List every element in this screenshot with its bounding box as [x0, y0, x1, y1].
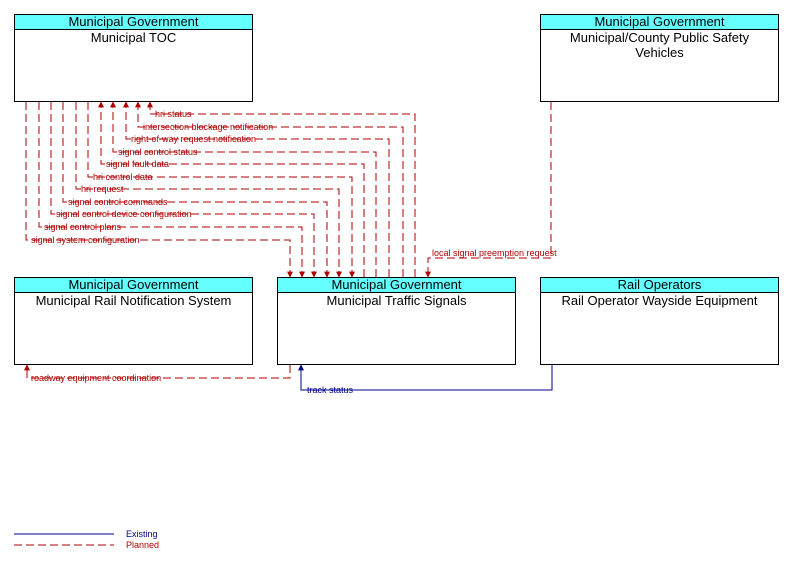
- wayside-equipment-box[interactable]: Rail Operators Rail Operator Wayside Equ…: [540, 277, 779, 365]
- label-signal-fault: signal fault data: [106, 159, 169, 169]
- flow-signal-device-config: [50, 102, 317, 278]
- label-hri-request: hri request: [81, 184, 124, 194]
- flow-roadway-coord: [24, 364, 291, 379]
- flow-hri-request: [75, 102, 342, 278]
- flow-signal-system-config: [25, 102, 293, 278]
- public-safety-vehicles-box[interactable]: Municipal Government Municipal/County Pu…: [540, 14, 779, 102]
- label-row-request: right-of-way request notification: [131, 134, 256, 144]
- wayside-equipment-owner: Rail Operators: [541, 278, 778, 293]
- label-signal-control-commands: signal control commands: [68, 197, 168, 207]
- traffic-signals-owner: Municipal Government: [278, 278, 515, 293]
- municipal-toc-owner: Municipal Government: [15, 15, 252, 30]
- flow-local-preemption: [425, 102, 552, 278]
- label-signal-control-status: signal control status: [118, 147, 198, 157]
- flow-track-status: [298, 364, 553, 391]
- legend-planned-label: Planned: [126, 540, 159, 550]
- label-roadway-coord: roadway equipment coordination: [31, 373, 161, 383]
- flow-signal-control-commands: [62, 102, 330, 278]
- flow-signal-fault: [98, 101, 365, 277]
- flow-intersection-blockage: [135, 101, 404, 277]
- label-hri-control: hri control data: [93, 172, 153, 182]
- municipal-toc-box[interactable]: Municipal Government Municipal TOC: [14, 14, 253, 102]
- flow-signal-control-status: [110, 101, 377, 277]
- traffic-signals-name: Municipal Traffic Signals: [326, 293, 467, 308]
- rail-notification-name: Municipal Rail Notification System: [35, 293, 232, 308]
- wayside-equipment-name: Rail Operator Wayside Equipment: [561, 293, 758, 308]
- label-signal-control-plans: signal control plans: [44, 222, 122, 232]
- label-track-status: track status: [307, 385, 354, 395]
- legend-existing-label: Existing: [126, 529, 158, 539]
- rail-notification-owner: Municipal Government: [15, 278, 252, 293]
- label-hri-status: hri status: [155, 109, 192, 119]
- label-intersection-blockage: intersection blockage notification: [143, 122, 273, 132]
- label-signal-system-config: signal system configuration: [31, 235, 140, 245]
- municipal-toc-name: Municipal TOC: [90, 30, 177, 45]
- label-local-preemption: local signal preemption request: [432, 248, 557, 258]
- flow-signal-control-plans: [38, 102, 305, 278]
- flow-row-request: [123, 101, 390, 277]
- flow-hri-control: [87, 102, 355, 278]
- public-safety-vehicles-owner: Municipal Government: [541, 15, 778, 30]
- traffic-signals-box[interactable]: Municipal Government Municipal Traffic S…: [277, 277, 516, 365]
- public-safety-vehicles-name: Municipal/County Public Safety Vehicles: [569, 30, 750, 60]
- rail-notification-box[interactable]: Municipal Government Municipal Rail Noti…: [14, 277, 253, 365]
- label-signal-device-config: signal control device configuration: [56, 209, 192, 219]
- flow-hri-status: [147, 101, 416, 277]
